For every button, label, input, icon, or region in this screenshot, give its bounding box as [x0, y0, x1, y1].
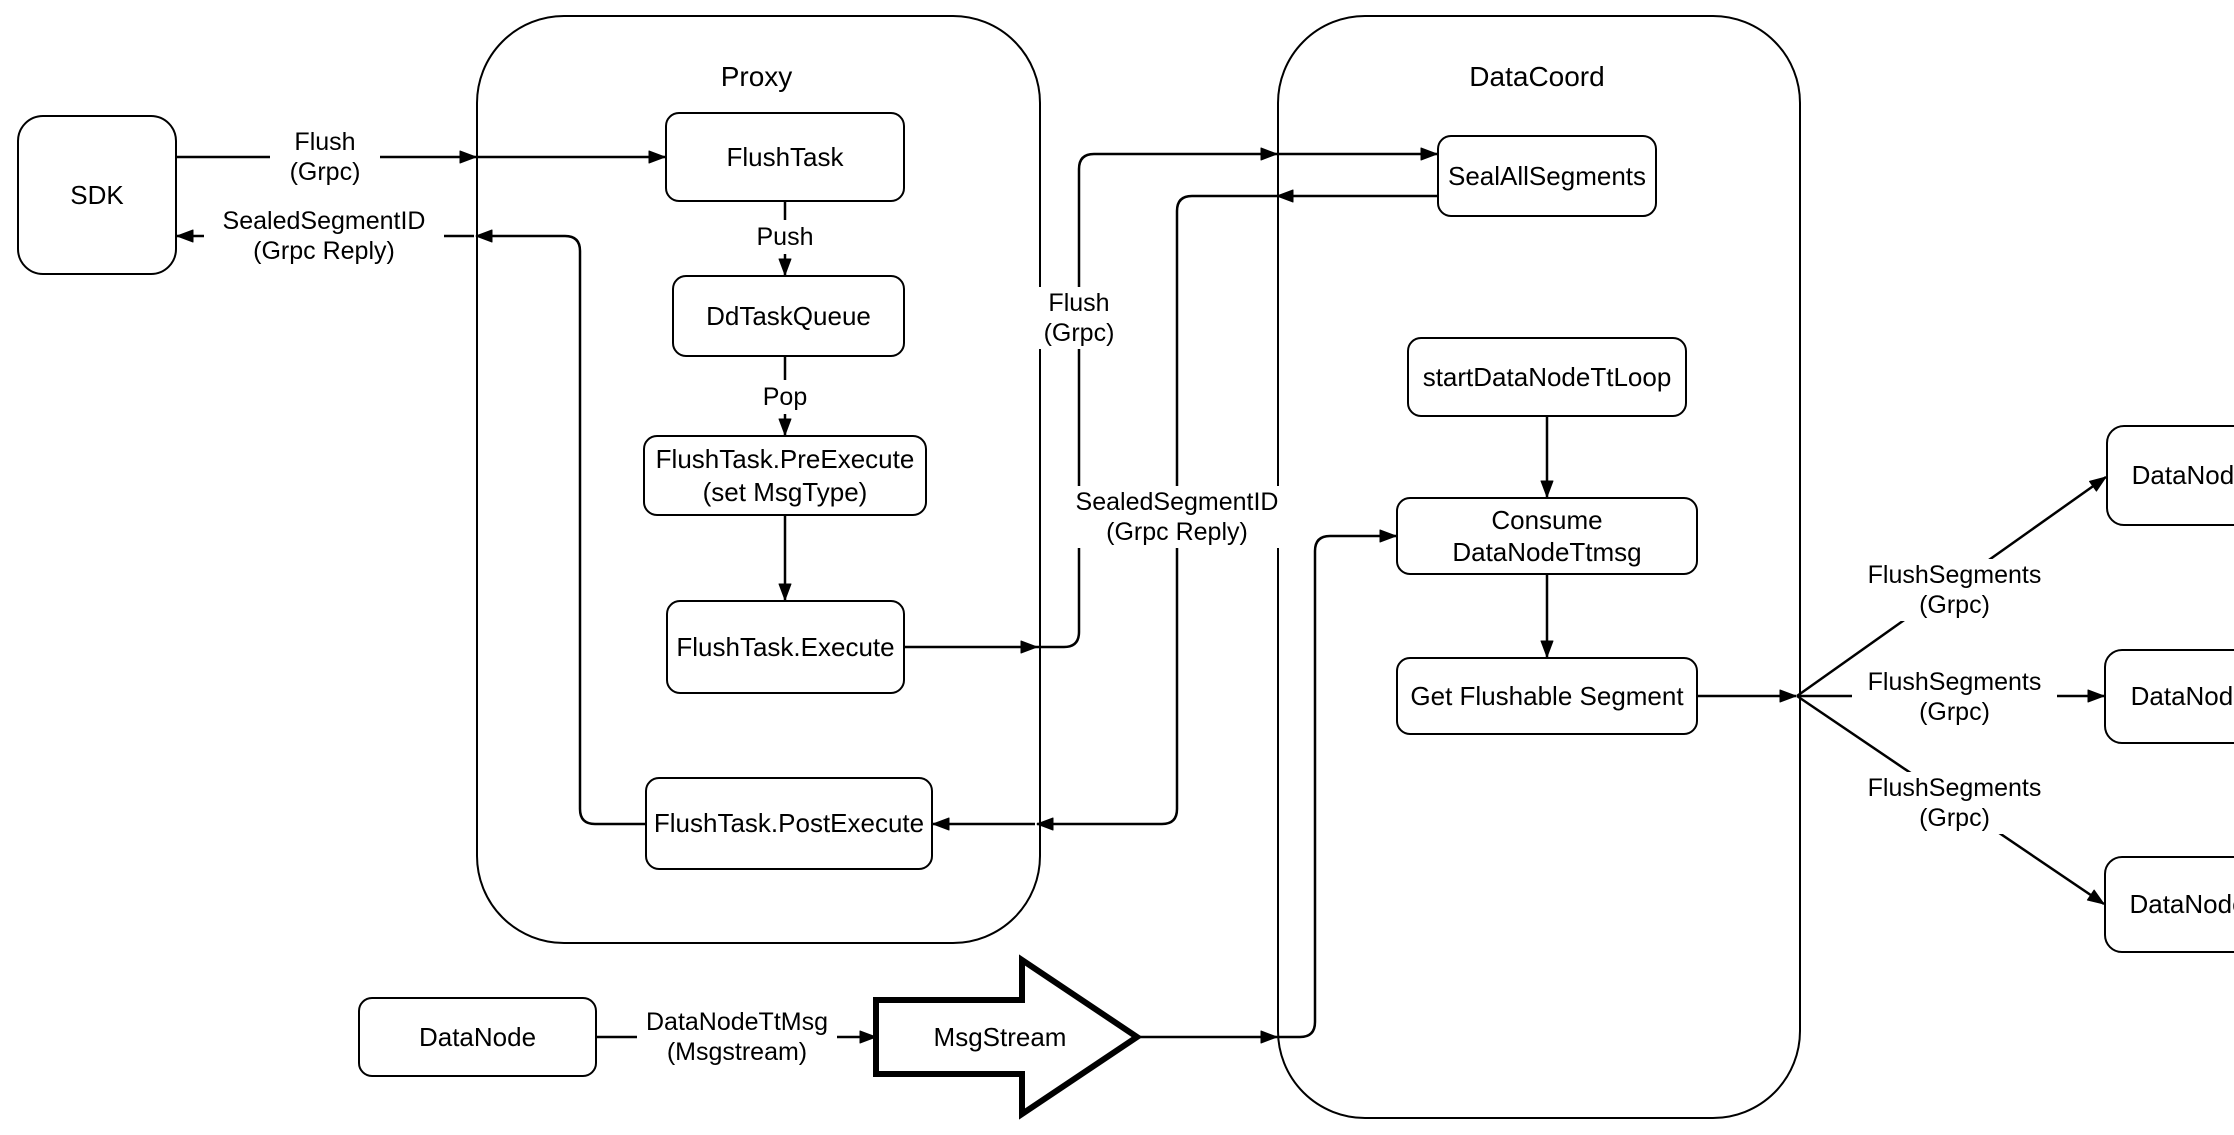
node-datanoden: DataNode N	[2104, 856, 2234, 953]
node-consumedatanodettmsg: Consume DataNodeTtmsg	[1396, 497, 1698, 575]
edge-label-pop: Pop	[742, 380, 828, 414]
edge-label-sealed-sdk-line2: (Grpc Reply)	[253, 237, 395, 265]
edge-label-datanodettmsg: DataNodeTtMsg (Msgstream)	[637, 1006, 837, 1068]
node-postexecute-label: FlushTask.PostExecute	[653, 808, 925, 839]
edge-label-sealed-mid-line2: (Grpc Reply)	[1106, 518, 1248, 546]
node-preexecute: FlushTask.PreExecute (set MsgType)	[643, 435, 927, 516]
node-datanode2-label: DataNode 2	[2130, 681, 2234, 712]
edge-label-flushsegments-1-line1: FlushSegments	[1867, 560, 2042, 589]
node-datanode1: DataNode 1	[2106, 425, 2234, 526]
proxy-container	[476, 15, 1041, 944]
edge-label-flush-mid-line1: Flush	[1048, 288, 1110, 317]
node-preexecute-line2: (set MsgType)	[702, 476, 868, 507]
edge-label-flushsegments-3: FlushSegments (Grpc)	[1852, 772, 2057, 834]
edge-postexecute-to-proxyedge	[475, 229, 645, 826]
node-flushtask: FlushTask	[665, 112, 905, 202]
datacoord-container	[1277, 15, 1801, 1119]
node-preexecute-line1: FlushTask.PreExecute	[655, 444, 915, 474]
node-datanode2: DataNode 2	[2104, 649, 2234, 744]
node-sealallsegments: SealAllSegments	[1437, 135, 1657, 217]
node-datanoden-label: DataNode N	[2129, 889, 2234, 920]
node-datanode-bottom-label: DataNode	[418, 1021, 537, 1052]
node-datanode-bottom: DataNode	[358, 997, 597, 1077]
node-execute-label: FlushTask.Execute	[676, 631, 895, 662]
edge-label-flushsegments-1: FlushSegments (Grpc)	[1852, 559, 2057, 621]
edge-label-flush-mid-line2: (Grpc)	[1043, 319, 1115, 347]
node-msgstream-label: MsgStream	[910, 1020, 1090, 1054]
proxy-container-title: Proxy	[720, 61, 793, 92]
node-ddtaskqueue: DdTaskQueue	[672, 275, 905, 357]
edge-label-datanodettmsg-line2: (Msgstream)	[666, 1038, 808, 1066]
node-getflushablesegment-label: Get Flushable Segment	[1410, 680, 1684, 711]
node-sdk: SDK	[17, 115, 177, 275]
edge-label-flush-sdk: Flush (Grpc)	[270, 126, 380, 188]
edge-label-sealed-mid: SealedSegmentID (Grpc Reply)	[1057, 486, 1297, 548]
edge-label-flush-sdk-line1: Flush	[294, 127, 356, 156]
edge-label-sealed-mid-line1: SealedSegmentID	[1075, 487, 1279, 516]
node-ddtaskqueue-label: DdTaskQueue	[706, 300, 871, 331]
edge-label-datanodettmsg-line1: DataNodeTtMsg	[645, 1007, 829, 1036]
edge-label-sealed-sdk-line1: SealedSegmentID	[222, 206, 426, 235]
edge-label-flushsegments-2-line1: FlushSegments	[1867, 667, 2042, 696]
edge-label-sealed-sdk: SealedSegmentID (Grpc Reply)	[204, 205, 444, 267]
edge-datacoordedge-to-consume	[1277, 529, 1397, 1039]
node-execute: FlushTask.Execute	[666, 600, 905, 694]
msgstream-arrow-shape	[873, 954, 1143, 1120]
node-datanode1-label: DataNode 1	[2131, 460, 2234, 491]
edge-label-flushsegments-1-line2: (Grpc)	[1919, 591, 1990, 619]
edge-label-flushsegments-2-line2: (Grpc)	[1919, 698, 1990, 726]
datacoord-container-title: DataCoord	[1469, 61, 1605, 92]
edge-proxyedge-to-datacoordedge	[1037, 147, 1278, 649]
node-startdatanodettloop: startDataNodeTtLoop	[1407, 337, 1687, 417]
edge-label-push-text: Push	[756, 222, 814, 251]
edge-label-flush-mid: Flush (Grpc)	[1024, 287, 1134, 349]
edge-label-flush-sdk-line2: (Grpc)	[289, 158, 361, 186]
edge-label-push: Push	[740, 220, 830, 254]
msgstream-text: MsgStream	[933, 1021, 1067, 1052]
edge-label-flushsegments-3-line1: FlushSegments	[1867, 773, 2042, 802]
edge-label-flushsegments-3-line2: (Grpc)	[1919, 804, 1990, 832]
node-getflushablesegment: Get Flushable Segment	[1396, 657, 1698, 735]
node-flushtask-label: FlushTask	[726, 141, 844, 172]
edge-label-flushsegments-2: FlushSegments (Grpc)	[1852, 666, 2057, 728]
node-sdk-label: SDK	[70, 179, 124, 210]
node-startdatanodettloop-label: startDataNodeTtLoop	[1422, 361, 1672, 392]
node-consumedatanodettmsg-label: Consume DataNodeTtmsg	[1452, 504, 1642, 568]
edge-label-pop-text: Pop	[762, 382, 808, 411]
node-sealallsegments-label: SealAllSegments	[1448, 160, 1646, 191]
node-preexecute-label: FlushTask.PreExecute (set MsgType)	[656, 443, 915, 508]
node-postexecute: FlushTask.PostExecute	[645, 777, 933, 870]
